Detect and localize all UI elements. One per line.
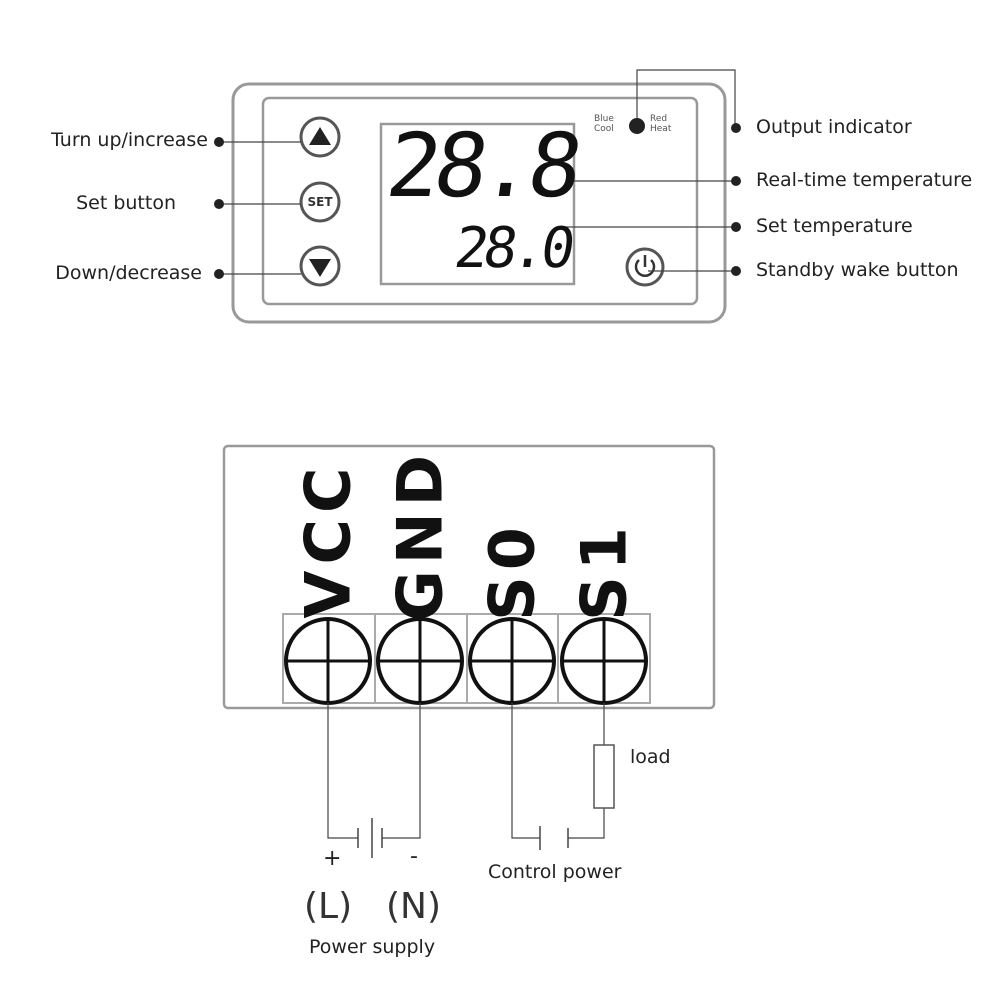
plus-sign: + <box>323 846 342 871</box>
set-temperature-readout: 28.0 <box>450 216 575 281</box>
down-arrow-icon <box>309 259 331 277</box>
callout-dot-up <box>214 137 224 147</box>
up-arrow-icon <box>309 127 331 145</box>
label-down: Down/decrease <box>55 262 202 284</box>
wire-vcc <box>327 703 358 839</box>
indicator-heat-text: Heat <box>650 124 672 134</box>
wire-gnd <box>382 703 421 839</box>
label-output-indicator: Output indicator <box>756 116 912 138</box>
indicator-red-label: Red Heat <box>650 114 671 134</box>
wire-s0 <box>511 703 540 839</box>
n-label: (N) <box>386 886 442 927</box>
terminal-label-vcc: VCC <box>291 461 365 619</box>
callout-line-output <box>636 69 736 128</box>
load-resistor <box>593 744 615 809</box>
control-power-label: Control power <box>488 861 622 883</box>
indicator-cool-text: Cool <box>594 124 614 134</box>
terminal-label-s0: S0 <box>475 521 549 621</box>
callout-dot-down <box>214 269 224 279</box>
set-button[interactable] <box>299 181 341 223</box>
callout-dot-settemp <box>731 222 741 232</box>
minus-sign: - <box>410 844 418 869</box>
callout-dot-realtime <box>731 176 741 186</box>
label-set-temperature: Set temperature <box>756 215 913 237</box>
set-button-text: SET <box>307 195 333 209</box>
power-supply-label: Power supply <box>309 936 436 958</box>
terminal-screw-s0 <box>468 617 556 705</box>
label-standby-wake: Standby wake button <box>756 259 959 281</box>
terminal-screw-gnd <box>376 617 464 705</box>
label-realtime-temperature: Real-time temperature <box>756 169 973 191</box>
realtime-temperature-readout: 28.8 <box>380 114 584 217</box>
output-indicator-led <box>629 118 645 134</box>
indicator-blue-label: Blue Cool <box>594 114 614 134</box>
callout-dot-standby <box>731 266 741 276</box>
callout-dot-set <box>214 199 224 209</box>
indicator-red-text: Red <box>650 114 668 124</box>
terminal-label-s1: S1 <box>567 521 641 621</box>
callout-dot-output <box>731 123 741 133</box>
indicator-blue-text: Blue <box>594 114 614 124</box>
terminal-screw-vcc <box>284 617 372 705</box>
terminal-label-gnd: GND <box>383 448 457 622</box>
power-icon <box>634 259 656 277</box>
l-label: (L) <box>304 886 353 927</box>
wire-control-return <box>568 808 605 839</box>
label-turn-up: Turn up/increase <box>51 129 208 151</box>
lcd-display <box>379 122 576 286</box>
label-set-button: Set button <box>76 192 176 214</box>
load-label: load <box>630 746 671 768</box>
terminal-screw-s1 <box>560 617 648 705</box>
